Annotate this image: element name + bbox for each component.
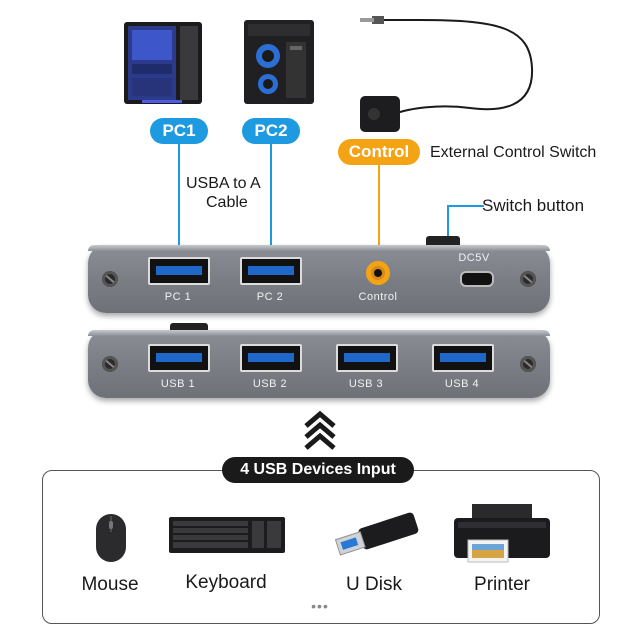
- screw-icon: [102, 356, 118, 372]
- usb1-port-label: USB 1: [160, 378, 196, 390]
- pc2-port-label: PC 2: [256, 291, 284, 303]
- pc1-tower-image: [124, 22, 202, 104]
- pc2-usb-port[interactable]: [240, 257, 302, 285]
- control-connector-line: [378, 165, 380, 267]
- external-control-switch-label: External Control Switch: [430, 144, 597, 161]
- kvm-switch-top-unit: PC 1 PC 2 Control DC5V: [88, 236, 550, 313]
- pc1-label: PC1: [150, 118, 208, 144]
- usb2-port-label: USB 2: [252, 378, 288, 390]
- control-label: Control: [338, 139, 420, 165]
- mouse-label: Mouse: [81, 574, 139, 595]
- cable-label-line1: USBA to A: [186, 175, 261, 192]
- control-audio-jack[interactable]: [366, 261, 390, 285]
- screw-icon: [520, 271, 536, 287]
- external-control-switch-image: [360, 16, 534, 132]
- screw-icon: [102, 271, 118, 287]
- keyboard-icon: [169, 517, 285, 553]
- pc2-tower-image: [244, 20, 314, 104]
- pc2-connector-line: [270, 144, 272, 262]
- printer-label: Printer: [474, 574, 530, 595]
- devices-section-title: 4 USB Devices Input: [222, 457, 414, 483]
- control-port-label: Control: [358, 291, 398, 303]
- mouse-icon: [96, 514, 126, 562]
- usb3-port-label: USB 3: [348, 378, 384, 390]
- printer-icon: [454, 504, 550, 563]
- usb3-port[interactable]: [336, 344, 398, 372]
- usb4-port[interactable]: [432, 344, 494, 372]
- switch-button-callout-line: [447, 205, 484, 236]
- usb2-port[interactable]: [240, 344, 302, 372]
- usb1-port[interactable]: [148, 344, 210, 372]
- keyboard-label: Keyboard: [185, 572, 267, 593]
- pc2-label: PC2: [242, 118, 300, 144]
- switch-button-label: Switch button: [482, 196, 585, 215]
- usb4-port-label: USB 4: [444, 378, 480, 390]
- pc1-usb-port[interactable]: [148, 257, 210, 285]
- more-devices-dots: •••: [311, 598, 329, 614]
- pc1-port-label: PC 1: [164, 291, 192, 303]
- cable-label-line2: Cable: [206, 194, 248, 211]
- dc5v-power-port[interactable]: [460, 271, 494, 287]
- pc1-connector-line: [178, 144, 180, 262]
- screw-icon: [520, 356, 536, 372]
- kvm-switch-bottom-unit: USB 1 USB 2 USB 3 USB 4: [88, 323, 550, 398]
- dc5v-label: DC5V: [458, 252, 490, 264]
- switch-button[interactable]: [426, 236, 460, 245]
- u-disk-label: U Disk: [346, 574, 402, 595]
- unit-foot: [170, 323, 208, 330]
- usb-drive-icon: [334, 512, 419, 556]
- upward-chevrons-icon: [304, 410, 336, 450]
